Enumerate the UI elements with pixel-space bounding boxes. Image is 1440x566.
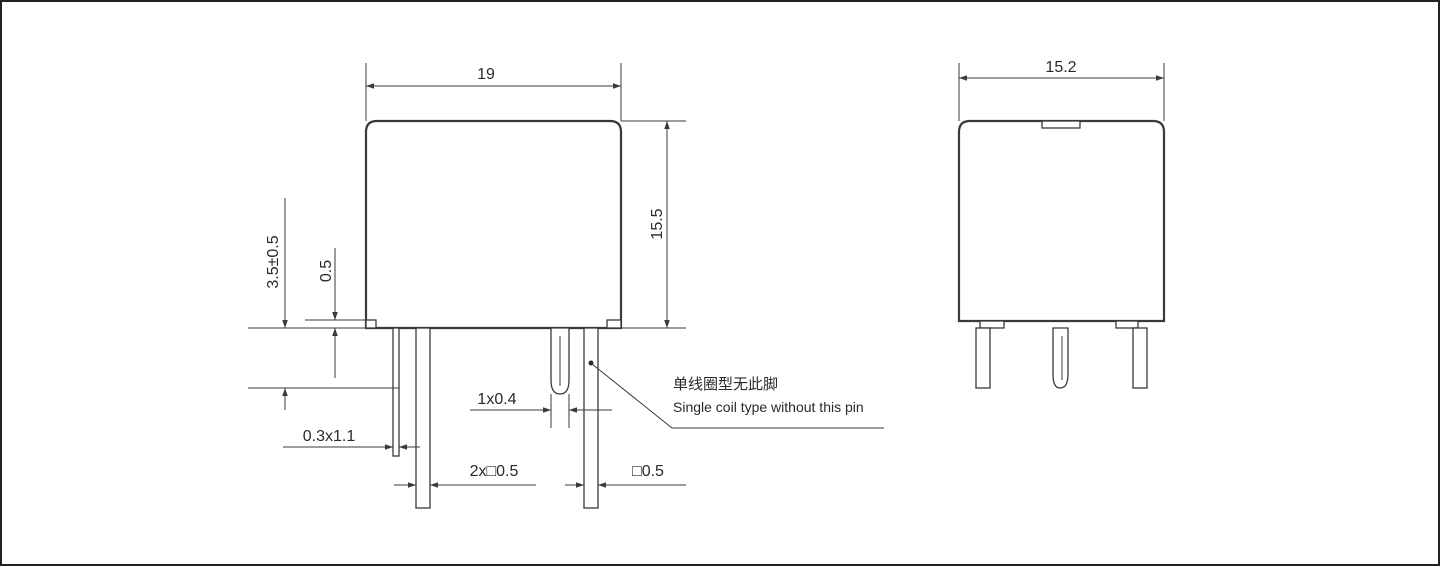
dim-width: 19 [365, 63, 622, 121]
note-callout: 单线圈型无此脚 Single coil type without this pi… [591, 363, 884, 429]
side-view-body [957, 119, 1166, 323]
front-pin-square [415, 327, 431, 509]
dim-optional-pin: □0.5 [565, 463, 686, 488]
front-view-body [364, 119, 623, 330]
front-view [364, 119, 623, 509]
front-pin-optional [583, 327, 599, 509]
side-view [957, 119, 1166, 389]
dim-height-label: 15.5 [649, 208, 666, 239]
dim-square-pin: 2x□0.5 [394, 463, 536, 488]
dim-standoff: 0.5 [305, 248, 366, 378]
side-pin-right [1132, 327, 1148, 389]
side-pin-left [975, 327, 991, 389]
dim-width-label: 19 [477, 66, 495, 83]
dim-standoff-label: 0.5 [318, 260, 335, 282]
note-leader-line [591, 363, 884, 429]
note-chinese: 单线圈型无此脚 [673, 375, 778, 393]
dim-square-pin-label: 2x□0.5 [470, 463, 519, 480]
side-pin-center [1052, 327, 1069, 389]
side-left-foot [979, 320, 1005, 329]
dim-pin-protrusion: 3.5±0.5 [248, 198, 399, 410]
dim-height: 15.5 [621, 120, 686, 329]
dim-blade-pin-label: 1x0.4 [477, 391, 516, 408]
dim-pin-protrusion-label: 3.5±0.5 [265, 235, 282, 288]
front-pin-thin [392, 327, 400, 457]
dim-side-width-label: 15.2 [1045, 59, 1076, 76]
front-left-foot [365, 319, 377, 329]
dim-optional-pin-label: □0.5 [632, 463, 664, 480]
front-right-foot [606, 319, 622, 329]
dim-thin-pin-label: 0.3x1.1 [303, 428, 356, 445]
note-english: Single coil type without this pin [673, 399, 864, 415]
dim-thin-pin: 0.3x1.1 [283, 428, 420, 450]
dim-side-width: 15.2 [958, 59, 1165, 121]
dim-blade-pin: 1x0.4 [470, 391, 612, 428]
side-top-tab [1041, 120, 1081, 129]
side-right-foot [1115, 320, 1139, 329]
